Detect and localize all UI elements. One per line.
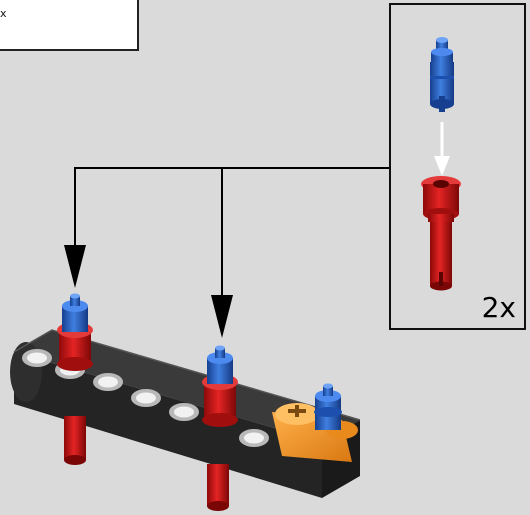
installed-pin-left xyxy=(57,293,93,371)
sub-assembly-blue-pin xyxy=(430,37,454,112)
sub-assembly-red-pin xyxy=(421,176,461,291)
sub-assembly-quantity: 2x xyxy=(481,291,516,324)
orange-axle-connector xyxy=(272,403,358,462)
installed-pin-right xyxy=(314,383,342,430)
arrowheads xyxy=(64,245,233,338)
arrowhead-left xyxy=(64,245,86,288)
previous-callout-quantity: x xyxy=(0,7,7,20)
leader-line-main xyxy=(74,167,389,245)
leader-lines xyxy=(74,167,389,300)
arrowhead-middle xyxy=(211,295,233,338)
assembly-arrow xyxy=(434,122,450,176)
red-pin-bottoms xyxy=(64,416,229,511)
sub-assembly-callout: 2x xyxy=(389,3,526,330)
installed-pin-middle xyxy=(202,345,238,427)
previous-step-callout: x xyxy=(0,0,139,51)
